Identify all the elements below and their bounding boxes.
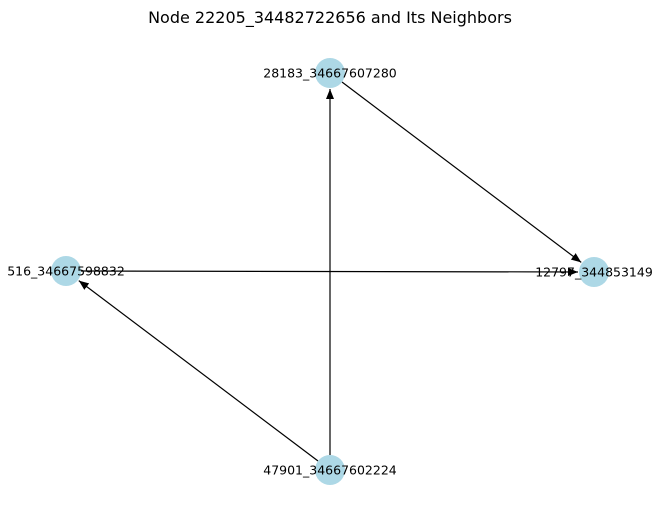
node-label-28183_34667607280: 28183_34667607280 <box>263 66 397 81</box>
labels-layer: 28183_34667607280 12797_344853149 47901_34… <box>7 66 653 478</box>
edges-layer <box>78 81 582 462</box>
node-516_34667598832 <box>51 256 81 286</box>
diagram-title: Node 22205_34482722656 and Its Neighbors <box>148 8 512 27</box>
node-12797_344853149 <box>579 257 609 287</box>
nodes-layer <box>51 58 609 485</box>
edge-28183_34667607280-to-12797_344853149 <box>341 81 582 263</box>
node-47901_34667602224 <box>315 455 345 485</box>
node-28183_34667607280 <box>315 58 345 88</box>
edge-47901_34667602224-to-516_34667598832 <box>78 280 319 462</box>
node-label-12797_344853149: 12797_344853149 <box>535 265 653 280</box>
edge-516_34667598832-to-12797_344853149 <box>80 267 579 276</box>
node-label-47901_34667602224: 47901_34667602224 <box>263 463 397 478</box>
node-label-516_34667598832: 516_34667598832 <box>7 264 125 279</box>
